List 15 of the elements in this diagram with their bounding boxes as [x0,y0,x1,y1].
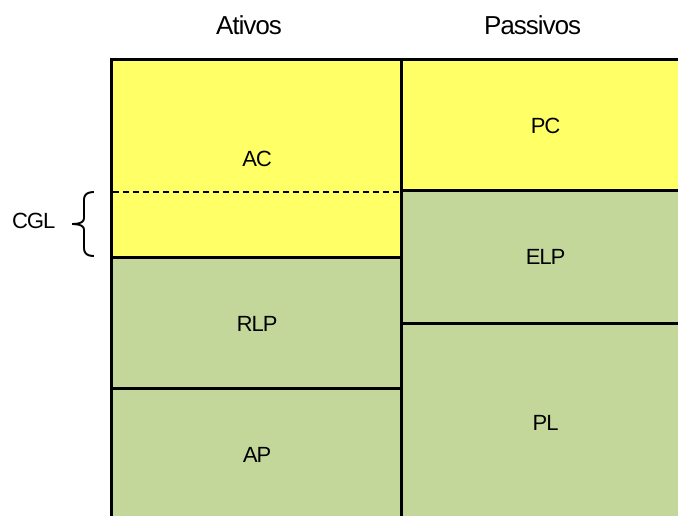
balance-sheet-block [400,58,678,192]
column-heading: Ativos [216,10,281,41]
block-label: AC [241,146,272,172]
balance-sheet-block [110,256,403,390]
block-label: ELP [524,244,566,270]
column-heading: Passivos [484,10,580,41]
block-label: RLP [236,311,278,337]
block-label: AP [242,442,272,468]
block-label: PL [532,410,559,436]
balance-sheet-block [400,322,678,516]
balance-sheet-block [110,387,403,516]
bracket-label: CGL [12,208,54,234]
balance-sheet-block [110,58,403,259]
balance-sheet-block [400,189,678,325]
block-label: PC [530,113,560,139]
